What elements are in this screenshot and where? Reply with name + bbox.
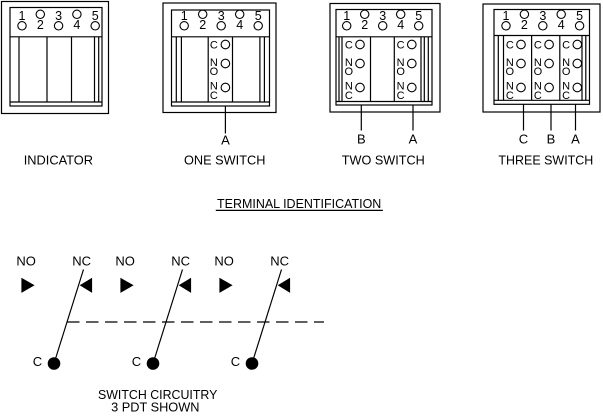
svg-text:N: N [534,81,542,93]
svg-text:4: 4 [73,18,80,32]
svg-text:C: C [397,90,405,102]
svg-text:C: C [210,90,218,102]
svg-text:O: O [534,66,543,78]
svg-text:TWO SWITCH: TWO SWITCH [342,153,425,168]
svg-text:1: 1 [181,9,188,23]
svg-text:O: O [345,66,354,78]
svg-text:N: N [210,81,218,93]
svg-text:1: 1 [343,9,350,23]
svg-text:C: C [562,90,570,102]
svg-text:N: N [562,57,570,69]
svg-text:5: 5 [92,9,99,23]
svg-text:A: A [571,131,580,146]
svg-text:NC: NC [72,254,91,269]
svg-text:C: C [397,40,405,52]
svg-text:C: C [345,90,353,102]
svg-text:2: 2 [521,18,528,32]
svg-text:N: N [210,57,218,69]
svg-text:THREE SWITCH: THREE SWITCH [498,153,593,168]
svg-text:5: 5 [255,9,262,23]
svg-text:5: 5 [415,9,422,23]
svg-text:A: A [221,133,230,148]
svg-text:C: C [534,40,542,52]
svg-text:3: 3 [379,9,386,23]
svg-text:C: C [562,40,570,52]
svg-text:NO: NO [16,254,36,269]
svg-text:C: C [132,354,141,369]
svg-text:C: C [519,131,528,146]
svg-text:1: 1 [19,9,26,23]
svg-text:C: C [534,90,542,102]
svg-text:N: N [397,57,405,69]
svg-text:N: N [345,81,353,93]
svg-text:SWITCH CIRCUITRY: SWITCH CIRCUITRY [98,387,218,402]
svg-text:3 PDT SHOWN: 3 PDT SHOWN [111,400,199,415]
svg-text:NO: NO [115,254,135,269]
svg-text:4: 4 [236,18,243,32]
svg-text:ONE SWITCH: ONE SWITCH [184,153,265,168]
svg-text:NC: NC [171,254,190,269]
svg-text:C: C [345,40,353,52]
svg-text:TERMINAL IDENTIFICATION: TERMINAL IDENTIFICATION [217,196,381,211]
svg-text:C: C [210,40,218,52]
svg-text:NO: NO [214,254,234,269]
svg-text:C: C [506,90,514,102]
svg-text:3: 3 [218,9,225,23]
svg-text:3: 3 [55,9,62,23]
svg-text:INDICATOR: INDICATOR [24,153,93,168]
svg-text:1: 1 [503,9,510,23]
svg-text:N: N [562,81,570,93]
svg-text:N: N [345,57,353,69]
svg-text:2: 2 [37,18,44,32]
svg-text:C: C [33,354,42,369]
svg-text:N: N [506,57,514,69]
svg-text:2: 2 [361,18,368,32]
svg-text:O: O [210,66,219,78]
svg-text:2: 2 [199,18,206,32]
svg-text:N: N [534,57,542,69]
svg-text:3: 3 [539,9,546,23]
svg-text:O: O [506,66,515,78]
svg-text:O: O [396,66,405,78]
svg-text:N: N [397,81,405,93]
svg-text:C: C [506,40,514,52]
svg-text:4: 4 [558,18,565,32]
svg-text:B: B [547,131,556,146]
svg-text:NC: NC [270,254,289,269]
svg-text:O: O [562,66,571,78]
svg-text:5: 5 [576,9,583,23]
svg-text:N: N [506,81,514,93]
svg-text:4: 4 [397,18,404,32]
svg-text:C: C [231,354,240,369]
svg-text:A: A [409,131,418,146]
svg-text:B: B [357,131,366,146]
